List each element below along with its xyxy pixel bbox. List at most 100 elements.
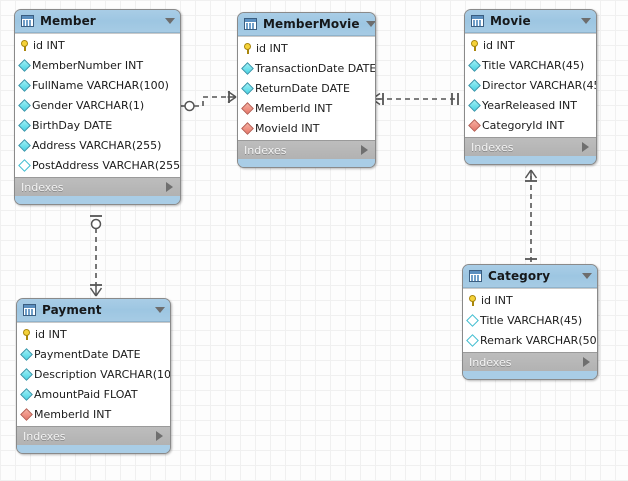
column-label: Address VARCHAR(255) [32, 138, 162, 152]
indexes-label: Indexes [469, 355, 512, 369]
indexes-section-movie[interactable]: Indexes [465, 137, 596, 156]
column-label: Title VARCHAR(45) [482, 58, 585, 72]
expand-arrow-icon[interactable] [156, 431, 163, 441]
nullable-column-icon [18, 158, 31, 172]
column-label: TransactionDate DATE [255, 61, 376, 75]
indexes-label: Indexes [244, 143, 287, 157]
table-header-category[interactable]: Category [463, 265, 597, 288]
column-row[interactable]: Gender VARCHAR(1) [15, 95, 180, 115]
column-row[interactable]: Title VARCHAR(45) [465, 55, 596, 75]
chevron-down-icon[interactable] [155, 307, 165, 313]
relationship-member-membermovie [177, 90, 237, 112]
column-label: MemberId INT [34, 407, 112, 421]
column-icon [20, 387, 33, 401]
column-icon [241, 61, 254, 75]
foreign-key-icon [20, 407, 33, 421]
table-title: Payment [42, 303, 102, 317]
table-footer [15, 196, 180, 204]
column-icon [20, 367, 33, 381]
column-row[interactable]: FullName VARCHAR(100) [15, 75, 180, 95]
column-label: Remark VARCHAR(500) [480, 333, 598, 347]
column-label: CategoryId INT [482, 118, 565, 132]
indexes-section-payment[interactable]: Indexes [17, 426, 170, 445]
table-category[interactable]: Category id INT Title VARCHAR(45) Remark… [462, 264, 598, 380]
relationship-membermovie-movie [371, 92, 459, 106]
column-list-category: id INT Title VARCHAR(45) Remark VARCHAR(… [463, 288, 597, 352]
chevron-down-icon[interactable] [582, 273, 592, 279]
chevron-down-icon[interactable] [581, 18, 591, 24]
table-header-membermovie[interactable]: MemberMovie [238, 13, 375, 36]
column-label: id INT [481, 293, 513, 307]
column-row[interactable]: YearReleased INT [465, 95, 596, 115]
table-membermovie[interactable]: MemberMovie id INT TransactionDate DATE … [237, 12, 376, 168]
column-row[interactable]: AmountPaid FLOAT [17, 384, 170, 404]
table-footer [463, 371, 597, 379]
column-label: id INT [33, 38, 65, 52]
column-row[interactable]: CategoryId INT [465, 115, 596, 135]
expand-arrow-icon[interactable] [166, 182, 173, 192]
relationship-movie-category [524, 169, 538, 266]
table-header-member[interactable]: Member [15, 10, 180, 33]
table-icon [469, 270, 482, 282]
table-header-payment[interactable]: Payment [17, 299, 170, 322]
column-label: MovieId INT [255, 121, 320, 135]
primary-key-icon [470, 39, 480, 51]
indexes-section-member[interactable]: Indexes [15, 177, 180, 196]
table-header-movie[interactable]: Movie [465, 10, 596, 33]
primary-key-icon [20, 39, 30, 51]
expand-arrow-icon[interactable] [583, 357, 590, 367]
column-row[interactable]: MemberId INT [17, 404, 170, 424]
column-row[interactable]: MemberId INT [238, 98, 375, 118]
column-row[interactable]: id INT [238, 38, 375, 58]
table-movie[interactable]: Movie id INT Title VARCHAR(45) Director … [464, 9, 597, 165]
column-row[interactable]: id INT [15, 35, 180, 55]
indexes-label: Indexes [21, 180, 64, 194]
column-row[interactable]: TransactionDate DATE [238, 58, 375, 78]
column-row[interactable]: MovieId INT [238, 118, 375, 138]
column-icon [18, 138, 31, 152]
column-label: AmountPaid FLOAT [34, 387, 138, 401]
table-icon [471, 15, 484, 27]
column-row[interactable]: PaymentDate DATE [17, 344, 170, 364]
expand-arrow-icon[interactable] [582, 142, 589, 152]
expand-arrow-icon[interactable] [361, 145, 368, 155]
table-member[interactable]: Member id INT MemberNumber INT FullName … [14, 9, 181, 205]
column-label: MemberNumber INT [32, 58, 144, 72]
table-footer [17, 445, 170, 453]
indexes-label: Indexes [23, 429, 66, 443]
column-list-payment: id INT PaymentDate DATE Description VARC… [17, 322, 170, 426]
column-row[interactable]: Director VARCHAR(45) [465, 75, 596, 95]
nullable-column-icon [466, 313, 479, 327]
column-row[interactable]: Address VARCHAR(255) [15, 135, 180, 155]
nullable-column-icon [466, 333, 479, 347]
column-icon [468, 98, 481, 112]
column-row[interactable]: Description VARCHAR(100) [17, 364, 170, 384]
column-row[interactable]: id INT [465, 35, 596, 55]
foreign-key-icon [241, 101, 254, 115]
table-payment[interactable]: Payment id INT PaymentDate DATE Descript… [16, 298, 171, 454]
column-row[interactable]: id INT [17, 324, 170, 344]
table-title: Category [488, 269, 551, 283]
chevron-down-icon[interactable] [365, 21, 375, 27]
indexes-section-membermovie[interactable]: Indexes [238, 140, 375, 159]
chevron-down-icon[interactable] [165, 18, 175, 24]
column-row[interactable]: ReturnDate DATE [238, 78, 375, 98]
column-row[interactable]: Title VARCHAR(45) [463, 310, 597, 330]
column-icon [241, 81, 254, 95]
table-footer [465, 156, 596, 164]
column-row[interactable]: MemberNumber INT [15, 55, 180, 75]
column-row[interactable]: Remark VARCHAR(500) [463, 330, 597, 350]
column-row[interactable]: BirthDay DATE [15, 115, 180, 135]
column-row[interactable]: id INT [463, 290, 597, 310]
column-label: Description VARCHAR(100) [34, 367, 171, 381]
primary-key-icon [243, 42, 253, 54]
table-title: MemberMovie [263, 17, 360, 31]
column-label: Title VARCHAR(45) [480, 313, 583, 327]
column-icon [20, 347, 33, 361]
column-icon [18, 118, 31, 132]
column-row[interactable]: PostAddress VARCHAR(255) [15, 155, 180, 175]
table-footer [238, 159, 375, 167]
column-label: BirthDay DATE [32, 118, 113, 132]
indexes-section-category[interactable]: Indexes [463, 352, 597, 371]
